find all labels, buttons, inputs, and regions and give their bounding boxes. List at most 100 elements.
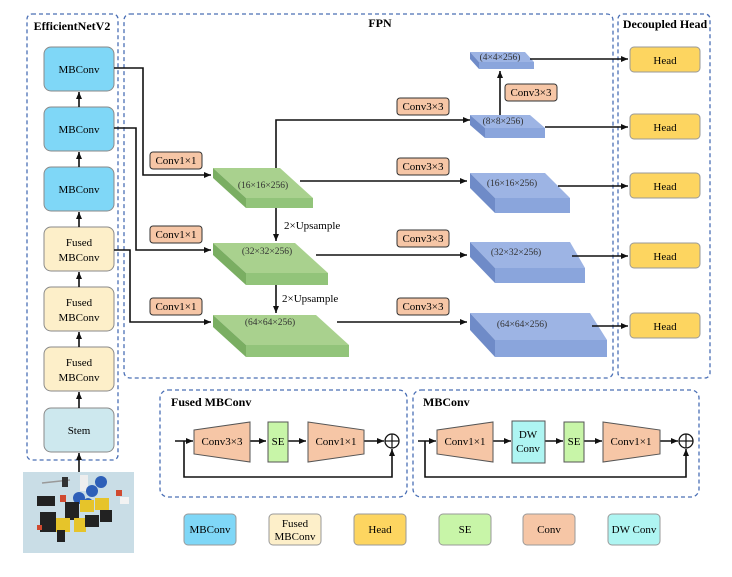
svg-text:Conv1×1: Conv1×1: [155, 301, 196, 313]
svg-text:Head: Head: [653, 251, 677, 263]
legend-item-se: SE: [438, 513, 492, 546]
svg-text:MBConv: MBConv: [59, 64, 100, 76]
svg-text:Head: Head: [368, 524, 392, 536]
svg-text:Head: Head: [653, 321, 677, 333]
blue-map-32: (32×32×256): [470, 242, 585, 283]
lateral-conv-2: Conv1×1: [149, 225, 203, 244]
svg-text:Head: Head: [653, 181, 677, 193]
svg-text:Conv3×3: Conv3×3: [201, 436, 243, 448]
backbone-block-fused-2: Fused MBConv: [43, 286, 115, 332]
head-1: Head: [629, 46, 701, 73]
svg-text:(32×32×256): (32×32×256): [491, 247, 541, 258]
fpn-title: FPN: [368, 16, 392, 30]
green-map-32: (32×32×256): [213, 243, 328, 285]
head-panel: [617, 13, 711, 379]
svg-text:Conv: Conv: [516, 443, 540, 455]
svg-text:Conv1×1: Conv1×1: [155, 229, 196, 241]
head-5: Head: [629, 312, 701, 339]
backbone-block-fused-1: Fused MBConv: [43, 226, 115, 272]
svg-text:Fused: Fused: [282, 518, 309, 530]
fused-conv1x1: Conv1×1: [307, 421, 365, 463]
fused-detail-panel: [159, 389, 408, 498]
svg-text:(8×8×256): (8×8×256): [483, 116, 524, 127]
fused-sum-icon: [384, 433, 400, 449]
svg-text:Conv1×1: Conv1×1: [610, 436, 651, 448]
pan-conv-up: Conv3×3: [504, 83, 558, 102]
backbone-block-mbconv-3: MBConv: [43, 166, 115, 212]
mb-dwconv: DW Conv: [511, 420, 546, 464]
legend-item-dwconv: DW Conv: [607, 513, 661, 546]
svg-text:SE: SE: [272, 436, 285, 448]
svg-text:Conv3×3: Conv3×3: [510, 87, 552, 99]
backbone-block-fused-3: Fused MBConv: [43, 346, 115, 392]
head-arrows: [530, 56, 628, 329]
head-4: Head: [629, 242, 701, 269]
green-map-16: (16×16×256): [213, 168, 313, 208]
lateral-conv-1: Conv1×1: [149, 151, 203, 170]
svg-text:SE: SE: [459, 524, 472, 536]
backbone-block-mbconv-1: MBConv: [43, 46, 115, 92]
mb-conv1x1-project: Conv1×1: [602, 421, 661, 463]
fused-detail-title: Fused MBConv: [171, 395, 251, 409]
head-2: Head: [629, 113, 701, 140]
svg-text:(16×16×256): (16×16×256): [238, 180, 288, 191]
backbone-title: EfficientNetV2: [34, 19, 111, 33]
svg-text:MBConv: MBConv: [59, 124, 100, 136]
svg-text:Stem: Stem: [68, 425, 91, 437]
legend-item-conv: Conv: [522, 513, 576, 546]
blue-map-64: (64×64×256): [470, 313, 607, 357]
svg-text:DW: DW: [519, 429, 538, 441]
legend-item-mbconv: MBConv: [183, 513, 237, 546]
pan-conv-3: Conv3×3: [396, 229, 450, 248]
lateral-conv-3: Conv1×1: [149, 297, 203, 316]
legend-item-fused-mbconv: Fused MBConv: [268, 513, 322, 546]
head-3: Head: [629, 172, 701, 199]
svg-text:(32×32×256): (32×32×256): [242, 246, 292, 257]
svg-text:MBConv: MBConv: [59, 184, 100, 196]
svg-text:Conv1×1: Conv1×1: [155, 155, 196, 167]
svg-text:Conv3×3: Conv3×3: [402, 161, 444, 173]
svg-text:MBConv: MBConv: [190, 524, 231, 536]
svg-text:MBConv: MBConv: [275, 531, 316, 543]
svg-text:Conv3×3: Conv3×3: [402, 101, 444, 113]
blue-map-4: (4×4×256): [470, 52, 534, 69]
pan-conv-2: Conv3×3: [396, 157, 450, 176]
fused-se: SE: [267, 421, 289, 463]
svg-text:Conv1×1: Conv1×1: [444, 436, 485, 448]
fused-conv3x3: Conv3×3: [193, 421, 251, 463]
backbone-block-stem: Stem: [43, 407, 115, 453]
svg-text:DW Conv: DW Conv: [612, 524, 657, 536]
svg-text:Conv3×3: Conv3×3: [402, 301, 444, 313]
blue-map-16: (16×16×256): [470, 173, 570, 213]
svg-text:Head: Head: [653, 122, 677, 134]
mb-se: SE: [563, 421, 585, 463]
svg-text:Conv: Conv: [537, 524, 561, 536]
blue-map-8: (8×8×256): [470, 115, 545, 138]
green-map-64: (64×64×256): [213, 315, 349, 357]
svg-text:MBConv: MBConv: [59, 252, 100, 264]
mb-detail-panel: [412, 389, 700, 498]
svg-text:MBConv: MBConv: [59, 312, 100, 324]
svg-text:Conv3×3: Conv3×3: [402, 233, 444, 245]
head-title: Decoupled Head: [623, 17, 708, 31]
pan-conv-4: Conv3×3: [396, 297, 450, 316]
svg-text:Head: Head: [653, 55, 677, 67]
input-image: [23, 472, 134, 553]
fpn-to-pan-connections: [275, 71, 503, 325]
svg-text:(16×16×256): (16×16×256): [487, 178, 537, 189]
svg-text:MBConv: MBConv: [59, 372, 100, 384]
mb-conv1x1-expand: Conv1×1: [436, 421, 494, 463]
mb-detail-flow: Conv1×1 DW Conv SE Conv1×1: [418, 420, 694, 478]
lateral-connections: [114, 67, 211, 325]
pan-conv-1: Conv3×3: [396, 97, 450, 116]
backbone-block-mbconv-2: MBConv: [43, 106, 115, 152]
svg-text:Fused: Fused: [66, 357, 93, 369]
svg-text:(4×4×256): (4×4×256): [480, 52, 521, 63]
upsample-label-1: 2×Upsample: [284, 220, 340, 232]
mb-sum-icon: [678, 433, 694, 449]
mb-detail-title: MBConv: [423, 395, 470, 409]
upsample-label-2: 2×Upsample: [282, 293, 338, 305]
legend: MBConv Fused MBConv Head SE Conv DW Conv: [183, 513, 661, 546]
svg-text:(64×64×256): (64×64×256): [497, 319, 547, 330]
